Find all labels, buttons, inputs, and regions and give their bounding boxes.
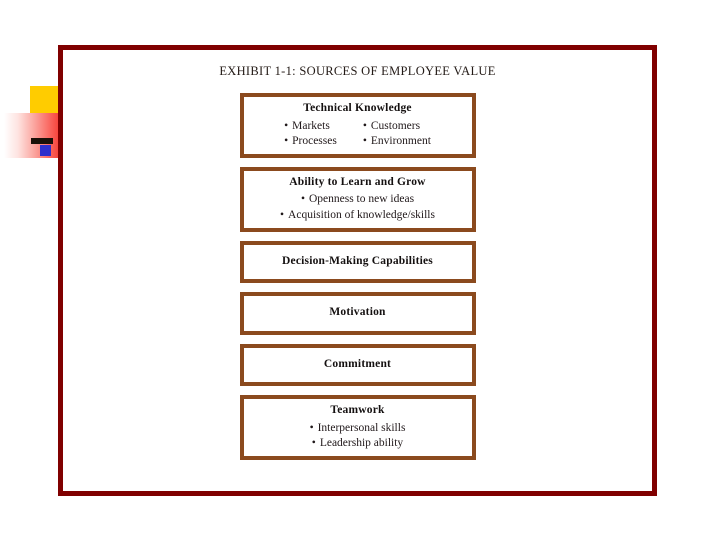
concept-box-commitment: Commitment [239,343,476,387]
bullet-item: Markets [284,119,337,134]
concept-box-title: Motivation [329,306,386,319]
bullet-item: Environment [363,134,431,149]
concept-box-decision-making-capabilities: Decision-Making Capabilities [239,240,476,284]
concept-box-title: Technical Knowledge [303,102,412,114]
bullet-list: Markets Customers Processes Environment [250,119,466,149]
bullet-item: Processes [284,134,337,149]
concept-box-title: Teamwork [330,404,385,417]
concept-box-technical-knowledge: Technical Knowledge Markets Customers Pr… [239,93,476,158]
exhibit-title: EXHIBIT 1-1: SOURCES OF EMPLOYEE VALUE [219,64,496,78]
bullet-list: Interpersonal skills Leadership ability [250,421,466,451]
concept-box-title: Commitment [323,357,392,370]
bullet-item: Interpersonal skills [250,421,466,436]
concept-box-ability-to-learn-and-grow: Ability to Learn and Grow Openness to ne… [239,166,476,232]
blue-square-shape [40,145,51,156]
concept-box-motivation: Motivation [239,292,476,335]
concept-box-list: Technical Knowledge Markets Customers Pr… [63,93,652,469]
black-bar-shape [31,138,53,144]
bullet-item: Leadership ability [250,436,466,451]
bullet-list: Openness to new ideas Acquisition of kno… [250,192,466,222]
bullet-item: Acquisition of knowledge/skills [250,208,466,223]
concept-box-title: Ability to Learn and Grow [289,175,426,188]
concept-box-teamwork: Teamwork Interpersonal skills Leadership… [239,395,476,461]
bullet-item: Customers [363,119,431,134]
bullet-item: Openness to new ideas [250,192,466,207]
exhibit-frame: EXHIBIT 1-1: SOURCES OF EMPLOYEE VALUE T… [58,45,657,496]
concept-box-title: Decision-Making Capabilities [282,254,433,267]
